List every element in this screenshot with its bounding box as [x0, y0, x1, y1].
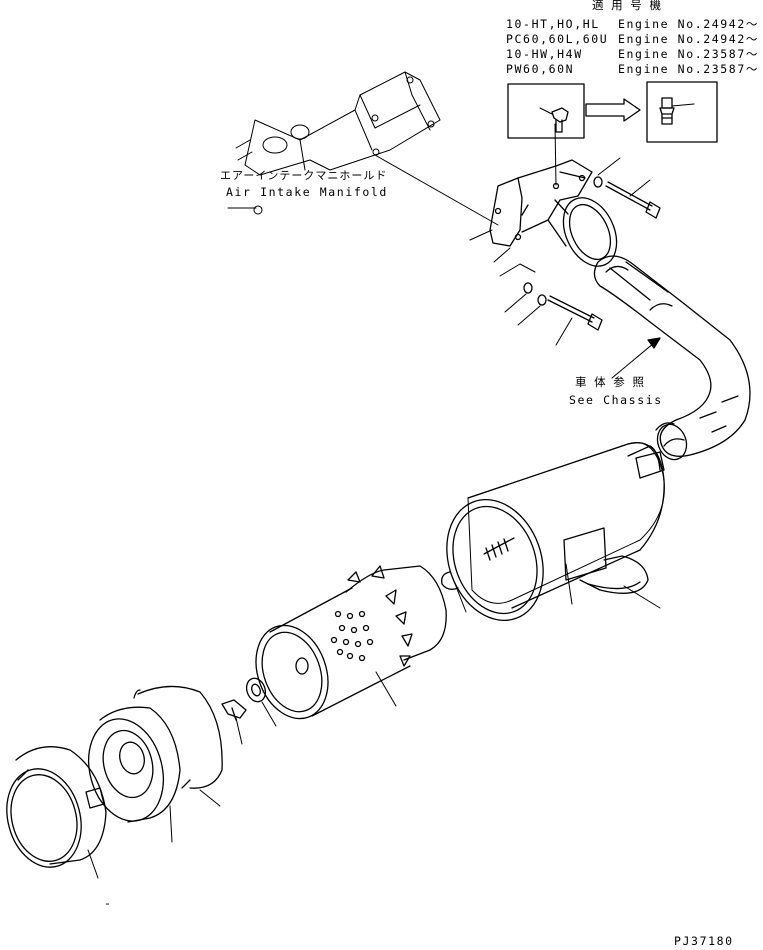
upper-bolt-set [593, 157, 661, 219]
leader-inset [554, 123, 557, 186]
model-row-2-engine: Engine No.24942～ [618, 32, 759, 46]
model-row-3-model: 10-HW,H4W [506, 47, 583, 61]
model-row-2-model: PC60,60L,60U [506, 32, 609, 46]
inner-cover [88, 706, 181, 843]
applicable-models-heading: 適 用 号 機 [592, 0, 663, 12]
dust-cup [6, 746, 107, 879]
model-row-4-engine: Engine No.23587～ [618, 62, 759, 76]
lower-bolt-set [469, 229, 603, 346]
wing-nut [221, 699, 247, 745]
arrow-to-new-part [585, 98, 641, 122]
intake-elbow [489, 159, 618, 267]
manifold-label-jp: エアーインテークマニホールド [220, 169, 388, 182]
model-row-4-model: PW60,60N [506, 62, 575, 76]
model-row-3-engine: Engine No.23587～ [618, 47, 759, 61]
chassis-label-jp: 車 体 参 照 [575, 375, 646, 389]
manifold-label-en: Air Intake Manifold [226, 185, 388, 199]
new-connector-inset [646, 81, 718, 143]
leader-chassis-arrowhead [647, 337, 661, 349]
bottom-mark: - [104, 896, 113, 910]
intake-manifold [227, 71, 499, 226]
air-cleaner-body [446, 442, 665, 621]
drawing-code: PJ37180 [674, 934, 734, 948]
retaining-ring [441, 571, 467, 613]
model-row-1-model: 10-HT,HO,HL [506, 17, 600, 31]
primary-filter-element [255, 565, 447, 720]
intake-hose [593, 255, 751, 461]
chassis-label-en: See Chassis [569, 393, 663, 407]
gasket-ring [133, 685, 223, 807]
model-row-1-engine: Engine No.24942～ [618, 17, 759, 31]
seal-washer [245, 677, 277, 727]
old-connector-inset [507, 83, 585, 139]
